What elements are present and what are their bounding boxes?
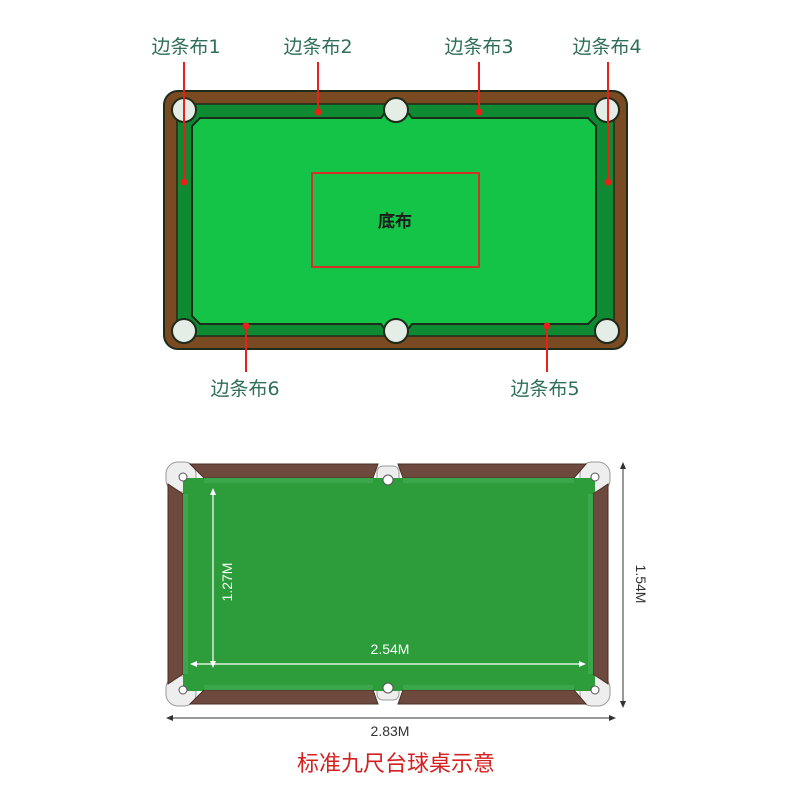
rail-label-1: 边条布1: [151, 36, 220, 58]
outer-dimension-lines: [166, 462, 626, 721]
bottom-table-diagram: 1.27M 2.54M 1.54M 2.83M: [165, 461, 649, 739]
rail-bottom-right: [397, 689, 588, 705]
diagram-caption: 标准九尺台球桌示意: [297, 752, 495, 777]
inner-width-label: 2.54M: [371, 641, 410, 657]
pocket-hole-top-right: [590, 472, 600, 482]
pocket-hole-top-left: [178, 472, 188, 482]
inner-height-label: 1.27M: [219, 563, 235, 602]
top-table-diagram: 底布 边条布1 边条布2 边条布3 边条布4 边条布5 边条布6: [151, 36, 641, 400]
cushion-strip-left: [183, 494, 188, 674]
bottom-pocket-holes: [178, 472, 600, 695]
inner-height-arrow-top: [210, 488, 216, 495]
outer-height-arrow-top: [620, 462, 626, 469]
callout-dot-3: [475, 108, 483, 116]
rail-left: [167, 483, 184, 685]
cushion-strip-right: [588, 494, 593, 674]
pocket-hole-top-middle: [382, 474, 394, 486]
pocket-hole-bottom-right: [590, 685, 600, 695]
rail-label-6: 边条布6: [210, 378, 279, 400]
bottom-felt-bed: [183, 478, 595, 691]
outer-width-label: 2.83M: [371, 723, 410, 739]
inner-width-arrow-left: [190, 661, 197, 667]
cushion-strip-top-right: [403, 478, 574, 483]
pocket-hole-bottom-left: [178, 685, 188, 695]
callout-dot-5: [543, 322, 551, 330]
outer-width-arrow-left: [166, 715, 173, 721]
pocket-bottom-right: [594, 318, 620, 344]
bottom-cushions: [183, 478, 593, 690]
inner-dimension-lines: [190, 488, 586, 668]
rail-label-3: 边条布3: [444, 36, 513, 58]
rail-bottom-left: [188, 689, 379, 705]
center-cloth-box: [311, 172, 480, 268]
bottom-rails: [167, 463, 609, 705]
pocket-bottom-left: [171, 318, 197, 344]
rail-right: [592, 483, 609, 685]
inner-width-arrow-right: [579, 661, 586, 667]
rail-label-5: 边条布5: [510, 378, 579, 400]
pocket-top-middle: [383, 97, 409, 123]
rail-top-right: [397, 463, 588, 479]
cushion-strip-top-left: [204, 478, 373, 483]
rail-top-left: [188, 463, 379, 479]
callout-dot-4: [604, 178, 612, 186]
callout-dot-2: [314, 108, 322, 116]
pocket-hole-bottom-middle: [382, 682, 394, 694]
outer-height-label: 1.54M: [633, 565, 649, 604]
rail-label-4: 边条布4: [572, 36, 641, 58]
outer-width-arrow-right: [609, 715, 616, 721]
outer-height-arrow-bottom: [620, 701, 626, 708]
cushion-strip-bottom-left: [204, 685, 373, 690]
center-cloth-label: 底布: [378, 211, 412, 232]
pocket-bottom-middle: [383, 318, 409, 344]
rail-label-2: 边条布2: [283, 36, 352, 58]
cushion-strip-bottom-right: [403, 685, 574, 690]
callout-dot-6: [242, 322, 250, 330]
callout-markers: [180, 62, 612, 372]
callout-dot-1: [180, 178, 188, 186]
